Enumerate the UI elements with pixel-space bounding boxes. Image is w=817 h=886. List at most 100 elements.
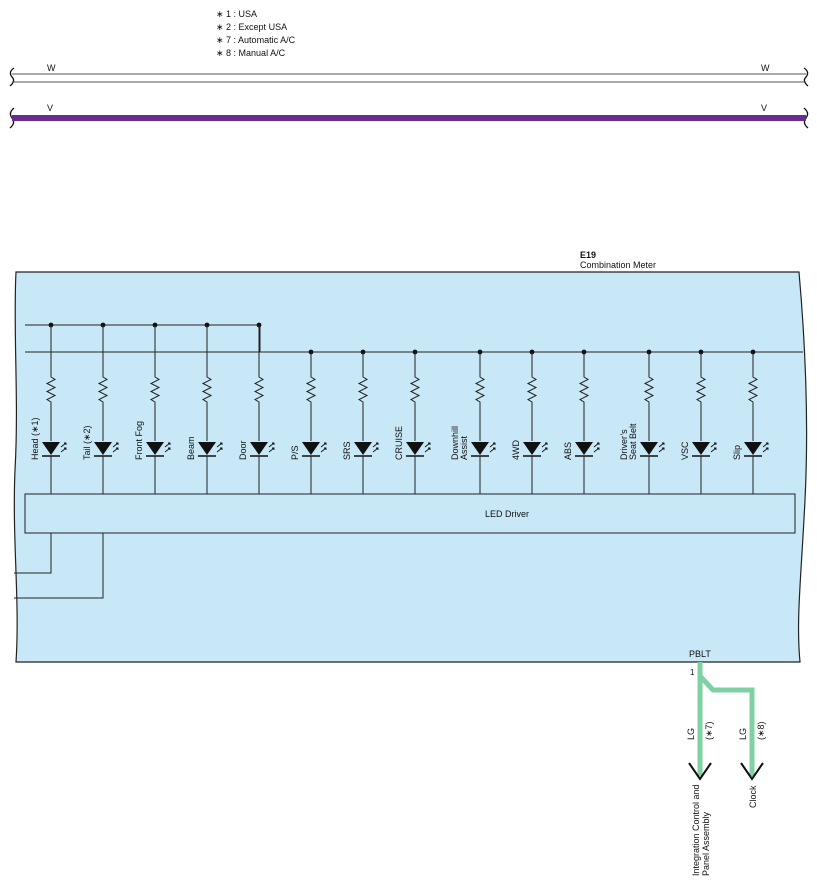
indicator-channel: 4WD bbox=[511, 349, 548, 494]
resistor bbox=[201, 374, 213, 406]
indicator-label: Head (∗1) bbox=[30, 417, 40, 460]
indicator-label: P/S bbox=[290, 445, 300, 460]
led-symbol bbox=[640, 442, 658, 455]
resistor bbox=[97, 374, 109, 406]
component-name: Combination Meter bbox=[580, 260, 656, 270]
indicator-channel: Head (∗1) bbox=[30, 322, 67, 494]
indicator-label: Door bbox=[238, 440, 248, 460]
light-emission-icon bbox=[320, 442, 327, 453]
indicator-label: ABS bbox=[563, 442, 573, 460]
light-emission-icon bbox=[216, 442, 223, 453]
led-symbol bbox=[692, 442, 710, 455]
indicator-channel: ABS bbox=[563, 349, 600, 494]
wire-violet-right-label: V bbox=[761, 103, 767, 113]
resistor bbox=[305, 374, 317, 406]
branch-1-destination-line2: Panel Assembly bbox=[701, 811, 711, 876]
branch-2-destination: Clock bbox=[748, 785, 758, 808]
light-emission-icon bbox=[593, 442, 600, 453]
light-emission-icon bbox=[268, 442, 275, 453]
light-emission-icon bbox=[541, 442, 548, 453]
combination-meter-body bbox=[13, 271, 808, 663]
light-emission-icon bbox=[489, 442, 496, 453]
branch-1-destination-line1: Integration Control and bbox=[691, 784, 701, 876]
resistor bbox=[253, 374, 265, 406]
resistor bbox=[357, 374, 369, 406]
light-emission-icon bbox=[112, 442, 119, 453]
led-symbol bbox=[406, 442, 424, 455]
indicator-label: Beam bbox=[186, 436, 196, 460]
indicator-label: Slip bbox=[732, 445, 742, 460]
indicator-label: SRS bbox=[342, 441, 352, 460]
resistor bbox=[409, 374, 421, 406]
terminal-pblt-label: PBLT bbox=[689, 649, 711, 659]
wire-violet-left-label: V bbox=[47, 103, 53, 113]
note-automatic-ac: ∗ 7 : Automatic A/C bbox=[216, 35, 296, 45]
led-symbol bbox=[146, 442, 164, 455]
branch-2-wire-color: LG bbox=[738, 728, 748, 740]
led-symbol bbox=[744, 442, 762, 455]
branch-2: LG (∗8) Clock bbox=[738, 721, 766, 808]
resistor bbox=[149, 374, 161, 406]
indicator-channel: SRS bbox=[342, 349, 379, 494]
indicator-channel: VSC bbox=[680, 349, 717, 494]
indicator-channel: Door bbox=[238, 322, 275, 494]
resistor bbox=[526, 374, 538, 406]
resistor bbox=[474, 374, 486, 406]
note-manual-ac: ∗ 8 : Manual A/C bbox=[216, 48, 286, 58]
lg-wire-harness bbox=[688, 662, 764, 781]
led-symbol bbox=[250, 442, 268, 455]
branch-1: LG (∗7) Integration Control and Panel As… bbox=[686, 721, 714, 876]
indicator-channel: Slip bbox=[732, 349, 769, 494]
branch-1-note: (∗7) bbox=[704, 721, 714, 740]
led-symbol bbox=[302, 442, 320, 455]
wire-white-right-label: W bbox=[761, 63, 770, 73]
resistor bbox=[747, 374, 759, 406]
light-emission-icon bbox=[60, 442, 67, 453]
note-usa: ∗ 1 : USA bbox=[216, 9, 257, 19]
indicator-label: Assist bbox=[459, 435, 469, 460]
resistor bbox=[45, 374, 57, 406]
led-symbol bbox=[42, 442, 60, 455]
indicator-label: Front Fog bbox=[134, 421, 144, 460]
wire-white-left-label: W bbox=[47, 63, 56, 73]
indicator-channel: P/S bbox=[290, 349, 327, 494]
legend-notes: ∗ 1 : USA ∗ 2 : Except USA ∗ 7 : Automat… bbox=[216, 9, 296, 58]
resistor bbox=[643, 374, 655, 406]
light-emission-icon bbox=[710, 442, 717, 453]
resistor bbox=[578, 374, 590, 406]
indicator-label: Tail (∗2) bbox=[82, 425, 92, 460]
indicator-label: Seat Belt bbox=[628, 423, 638, 460]
indicator-label: 4WD bbox=[511, 440, 521, 461]
indicator-channel: Beam bbox=[186, 322, 223, 494]
indicator-label: VSC bbox=[680, 441, 690, 460]
light-emission-icon bbox=[424, 442, 431, 453]
terminal-pin-number: 1 bbox=[690, 668, 695, 677]
indicator-channel: CRUISE bbox=[394, 349, 431, 494]
branch-2-note: (∗8) bbox=[756, 721, 766, 740]
light-emission-icon bbox=[658, 442, 665, 453]
light-emission-icon bbox=[372, 442, 379, 453]
indicator-channel: Tail (∗2) bbox=[82, 322, 119, 494]
led-symbol bbox=[471, 442, 489, 455]
led-driver-label: LED Driver bbox=[485, 509, 529, 519]
indicator-channels: Head (∗1) Tail (∗2) Front Fog Beam Door P/S SR… bbox=[30, 322, 769, 494]
indicator-label: CRUISE bbox=[394, 426, 404, 460]
wire-violet: V V bbox=[9, 103, 809, 129]
led-symbol bbox=[94, 442, 112, 455]
led-symbol bbox=[523, 442, 541, 455]
indicator-label: Downhill bbox=[450, 426, 460, 460]
led-symbol bbox=[198, 442, 216, 455]
indicator-channel: Front Fog bbox=[134, 322, 171, 494]
led-driver: LED Driver bbox=[24, 493, 796, 534]
led-symbol bbox=[575, 442, 593, 455]
light-emission-icon bbox=[762, 442, 769, 453]
feedback-lines bbox=[14, 533, 104, 599]
branch-1-wire-color: LG bbox=[686, 728, 696, 740]
indicator-label: Driver’s bbox=[619, 429, 629, 460]
led-symbol bbox=[354, 442, 372, 455]
wire-white: W W bbox=[9, 63, 809, 87]
light-emission-icon bbox=[164, 442, 171, 453]
